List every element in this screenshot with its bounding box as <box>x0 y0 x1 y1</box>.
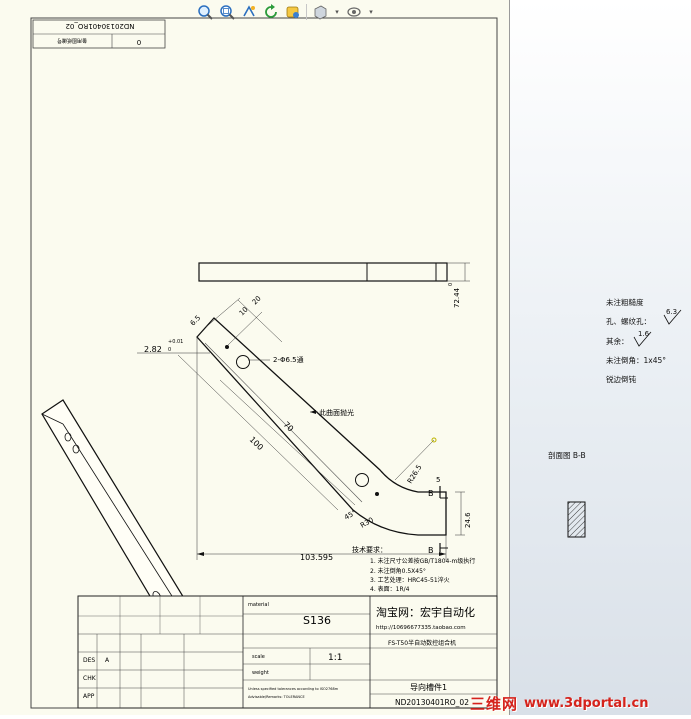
section-view-label: 剖面图 B-B <box>548 451 586 460</box>
dim-side-height-tol: 0 <box>448 283 454 286</box>
dim-5: 5 <box>436 476 440 484</box>
watermark-logo: 三维网 <box>470 695 519 713</box>
rotated-zero: 0 <box>137 39 141 47</box>
part-number: S136 <box>303 614 331 627</box>
top-view: 72.44 0 <box>198 262 470 308</box>
weight-label: weight <box>252 670 269 676</box>
rotated-title-table: ND20130401RO_02 备用图纸编号 0 <box>32 19 166 49</box>
tech-requirements: 技术要求： 1. 未注尺寸公差按GB/T1804-m级执行 2. 未注倒角0.5… <box>352 545 475 593</box>
dim-45: 45° <box>343 509 358 522</box>
tech-req-item-3: 3. 工艺处理：HRC45-51淬火 <box>370 576 450 584</box>
dim-70: 70 <box>282 420 296 434</box>
tech-req-item-2: 2. 未注倒角0.5X45° <box>370 567 426 575</box>
rough-title: 未注粗糙度 <box>606 298 644 307</box>
title-block: DES CHK APP A material S136 scale 1:1 we… <box>77 595 498 709</box>
zoom-to-area-icon <box>220 5 235 20</box>
dim-thickness: 2.82 <box>144 345 162 354</box>
dim-6-5: 6.5 <box>189 314 203 328</box>
tech-req-item-4: 4. 表面：1R/4 <box>370 585 410 593</box>
section-marker-top: B <box>428 489 434 498</box>
hide-show-items-icon <box>347 7 361 17</box>
shop-url: http://10696677335.taobao.com <box>376 625 466 631</box>
zoom-to-fit-icon <box>198 5 213 20</box>
dim-20: 20 <box>251 294 263 306</box>
heads-up-view-toolbar: ▾ ▾ <box>196 2 375 22</box>
dim-100: 100 <box>248 435 265 452</box>
product-name: FS-T50半自动数控组合机 <box>388 639 456 647</box>
front-view: 103.595 100 70 6.5 10 20 2.82 +0.01 0 <box>137 294 472 562</box>
scale-value: 1:1 <box>328 653 342 663</box>
dim-r30: R30 <box>359 516 375 530</box>
display-style-dropdown[interactable]: ▾ <box>335 8 339 16</box>
dim-24: 24.6 <box>464 512 472 528</box>
site-watermark: 三维网 www.3dportal.cn <box>470 692 691 715</box>
dim-r26: R26.5 <box>406 463 424 485</box>
row-label-des: DES <box>83 657 95 664</box>
dim-hole: 2-Φ6.5通 <box>273 355 304 364</box>
other-roughness-label: 其余： <box>606 337 629 346</box>
edit-appearance-icon <box>286 6 299 18</box>
hide-show-items-button[interactable] <box>345 3 363 21</box>
roughness-symbol-hole <box>663 309 682 325</box>
rotated-small-label: 备用图纸编号 <box>57 37 87 44</box>
dim-total-width: 103.595 <box>300 553 333 562</box>
tolerance-note: Unless specified tolerances according to… <box>248 687 339 691</box>
display-style-button[interactable] <box>311 3 329 21</box>
scale-label: scale <box>252 654 265 660</box>
dim-side-height: 72.44 <box>453 287 461 308</box>
deburr-note: 锐边倒钝 <box>606 375 636 384</box>
watermark-url: www.3dportal.cn <box>524 696 649 711</box>
section-view-bb <box>567 501 586 538</box>
dim-thickness-tol-plus: +0.01 <box>168 339 183 345</box>
row-label-chk: CHK <box>83 675 97 682</box>
section-marker-bottom: B <box>428 546 434 555</box>
drawing-canvas: ND20130401RO_02 备用图纸编号 0 72.44 0 <box>30 17 498 709</box>
row-label-app: APP <box>83 693 95 700</box>
dim-thickness-tol-zero: 0 <box>168 347 171 353</box>
hole-roughness-value: 6.3 <box>666 308 678 316</box>
roughness-symbol-other <box>633 331 652 347</box>
edit-appearance-button[interactable] <box>284 3 302 21</box>
zoom-to-area-button[interactable] <box>218 3 236 21</box>
rebuild-button[interactable] <box>262 3 280 21</box>
previous-view-button[interactable] <box>240 3 258 21</box>
tech-req-title: 技术要求： <box>352 545 387 554</box>
display-style-icon <box>314 5 327 20</box>
drawing-sheet[interactable]: ND20130401RO_02 备用图纸编号 0 72.44 0 <box>0 0 510 715</box>
drawing-number: ND20130401RO_02 <box>395 698 469 707</box>
rebuild-icon <box>265 4 277 18</box>
zoom-to-fit-button[interactable] <box>196 3 214 21</box>
dim-10: 10 <box>238 305 250 317</box>
hole-roughness-label: 孔、螺纹孔： <box>606 317 651 326</box>
shop-name: 淘宝网：宏宇自动化 <box>376 605 475 619</box>
part-name: 导向槽件1 <box>410 682 447 692</box>
note-polish: 此曲面抛光 <box>319 408 354 417</box>
rotated-drawing-code: ND20130401RO_02 <box>65 22 134 30</box>
other-roughness-value: 1.6 <box>638 330 650 338</box>
material-label: material <box>248 602 269 608</box>
toolbar-separator <box>306 4 307 20</box>
chamfer-note: 未注倒角：1x45° <box>606 356 667 365</box>
tech-req-item-1: 1. 未注尺寸公差按GB/T1804-m级执行 <box>370 557 475 565</box>
hide-show-dropdown[interactable]: ▾ <box>369 8 373 16</box>
previous-view-icon <box>243 5 255 17</box>
remarks-note: Advisable/Remarks: TOLERANCE <box>248 695 305 699</box>
revision-mark: A <box>105 657 110 664</box>
